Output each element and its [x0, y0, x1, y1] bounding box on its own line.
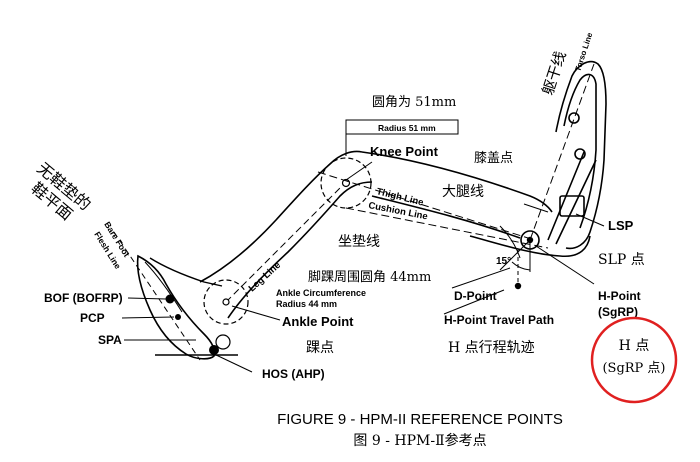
cushion-cn-label: 坐垫线 [338, 234, 380, 250]
thigh-cn-label: 大腿线 [442, 184, 484, 200]
seat-cushion [469, 235, 591, 258]
torso-en-label: Torso Line [573, 31, 594, 73]
radius-51-box [345, 119, 459, 135]
angle-arc [511, 261, 531, 271]
h-travel-cn: H 点行程轨迹 [448, 340, 535, 356]
bof-label: BOF (BOFRP) [44, 291, 123, 305]
hos-label: HOS (AHP) [262, 367, 325, 381]
cushion-line [345, 207, 549, 249]
radius-51-cn: 圆角为 51mm [372, 95, 456, 110]
h-cn-1: H 点 [619, 338, 650, 354]
ankle-point-marker [222, 298, 230, 306]
h-cn-2: (SgRP 点) [602, 361, 665, 376]
hos-marker [209, 345, 219, 355]
angle-label: 15° [496, 256, 511, 267]
h-point-highlight-circle [590, 316, 678, 404]
knee-point-label: Knee Point [370, 144, 439, 159]
knee-circle [320, 157, 372, 209]
ankle-circ-cn: 脚踝周围圆角 44mm [308, 269, 431, 285]
caption-en: FIGURE 9 - HPM-II REFERENCE POINTS [277, 411, 563, 428]
ankle-point-label: Ankle Point [282, 314, 354, 329]
leg-shape [199, 150, 373, 319]
ankle-circle [203, 279, 249, 325]
bare-foot-line [113, 231, 201, 361]
sgrp-label: (SgRP) [598, 305, 638, 319]
knee-cn-label: 膝盖点 [474, 151, 513, 166]
caption-cn: 图 9 - HPM-Ⅱ参考点 [353, 432, 486, 449]
radius-51-en: Radius 51 mm [378, 123, 436, 133]
spa-label: SPA [98, 333, 122, 347]
ankle-circ-1: Ankle Circumference [276, 288, 366, 298]
h-travel-label: H-Point Travel Path [444, 313, 554, 327]
lsp-label: LSP [608, 218, 634, 233]
h-point-travel-path [499, 225, 521, 259]
ankle-cn-label: 踝点 [306, 340, 334, 356]
bof-marker [165, 294, 175, 304]
torso-cn-label: 躯干线 [539, 49, 570, 97]
ankle-circ-2: Radius 44 mm [276, 299, 337, 309]
thigh-line [317, 171, 529, 239]
pcp-label: PCP [80, 311, 105, 325]
d-point-label: D-Point [454, 289, 497, 303]
slp-cn-label: SLP 点 [598, 252, 645, 268]
torso-line [529, 63, 595, 241]
leader-lines [121, 126, 605, 373]
foot-shape [136, 254, 223, 360]
leg-line [225, 183, 345, 303]
h-point-label: H-Point [598, 289, 641, 303]
pcp-marker [175, 314, 181, 320]
thigh-shape [361, 151, 553, 239]
heel-circle [215, 334, 231, 350]
torso-shape [547, 60, 607, 250]
